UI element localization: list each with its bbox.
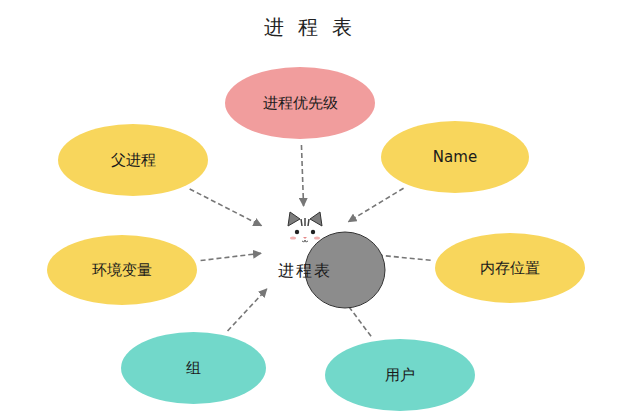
node-label: 进程表	[278, 261, 332, 282]
node-label: 用户	[385, 366, 415, 385]
dashed-arrow	[190, 189, 262, 226]
env-ellipse: 环境变量	[47, 235, 197, 305]
process-table-node: 进程表	[265, 210, 345, 286]
ellipse-fill	[47, 235, 197, 305]
dashed-arrow	[301, 145, 303, 206]
dashed-arrow	[348, 188, 403, 221]
ellipse-fill	[58, 124, 208, 196]
node-label: 父进程	[111, 151, 156, 170]
parent-ellipse: 父进程	[58, 124, 208, 196]
node-label: 环境变量	[92, 261, 152, 280]
memory-ellipse: 内存位置	[435, 233, 585, 303]
dashed-arrow	[228, 289, 267, 331]
node-label: Name	[433, 148, 477, 166]
node-label: 内存位置	[480, 259, 540, 278]
priority-ellipse: 进程优先级	[225, 67, 375, 139]
node-label: 组	[186, 359, 201, 378]
ellipse-fill	[225, 67, 375, 139]
ellipse-fill	[381, 121, 529, 193]
ellipse-fill	[325, 339, 475, 411]
user-ellipse: 用户	[325, 339, 475, 411]
diagram-title: 进 程 表	[0, 14, 620, 41]
name-ellipse: Name	[381, 121, 529, 193]
node-label: 进程优先级	[263, 94, 338, 113]
ellipse-fill	[435, 233, 585, 303]
dashed-arrow	[201, 253, 261, 260]
group-ellipse: 组	[121, 332, 266, 404]
ellipse-fill	[121, 332, 266, 404]
